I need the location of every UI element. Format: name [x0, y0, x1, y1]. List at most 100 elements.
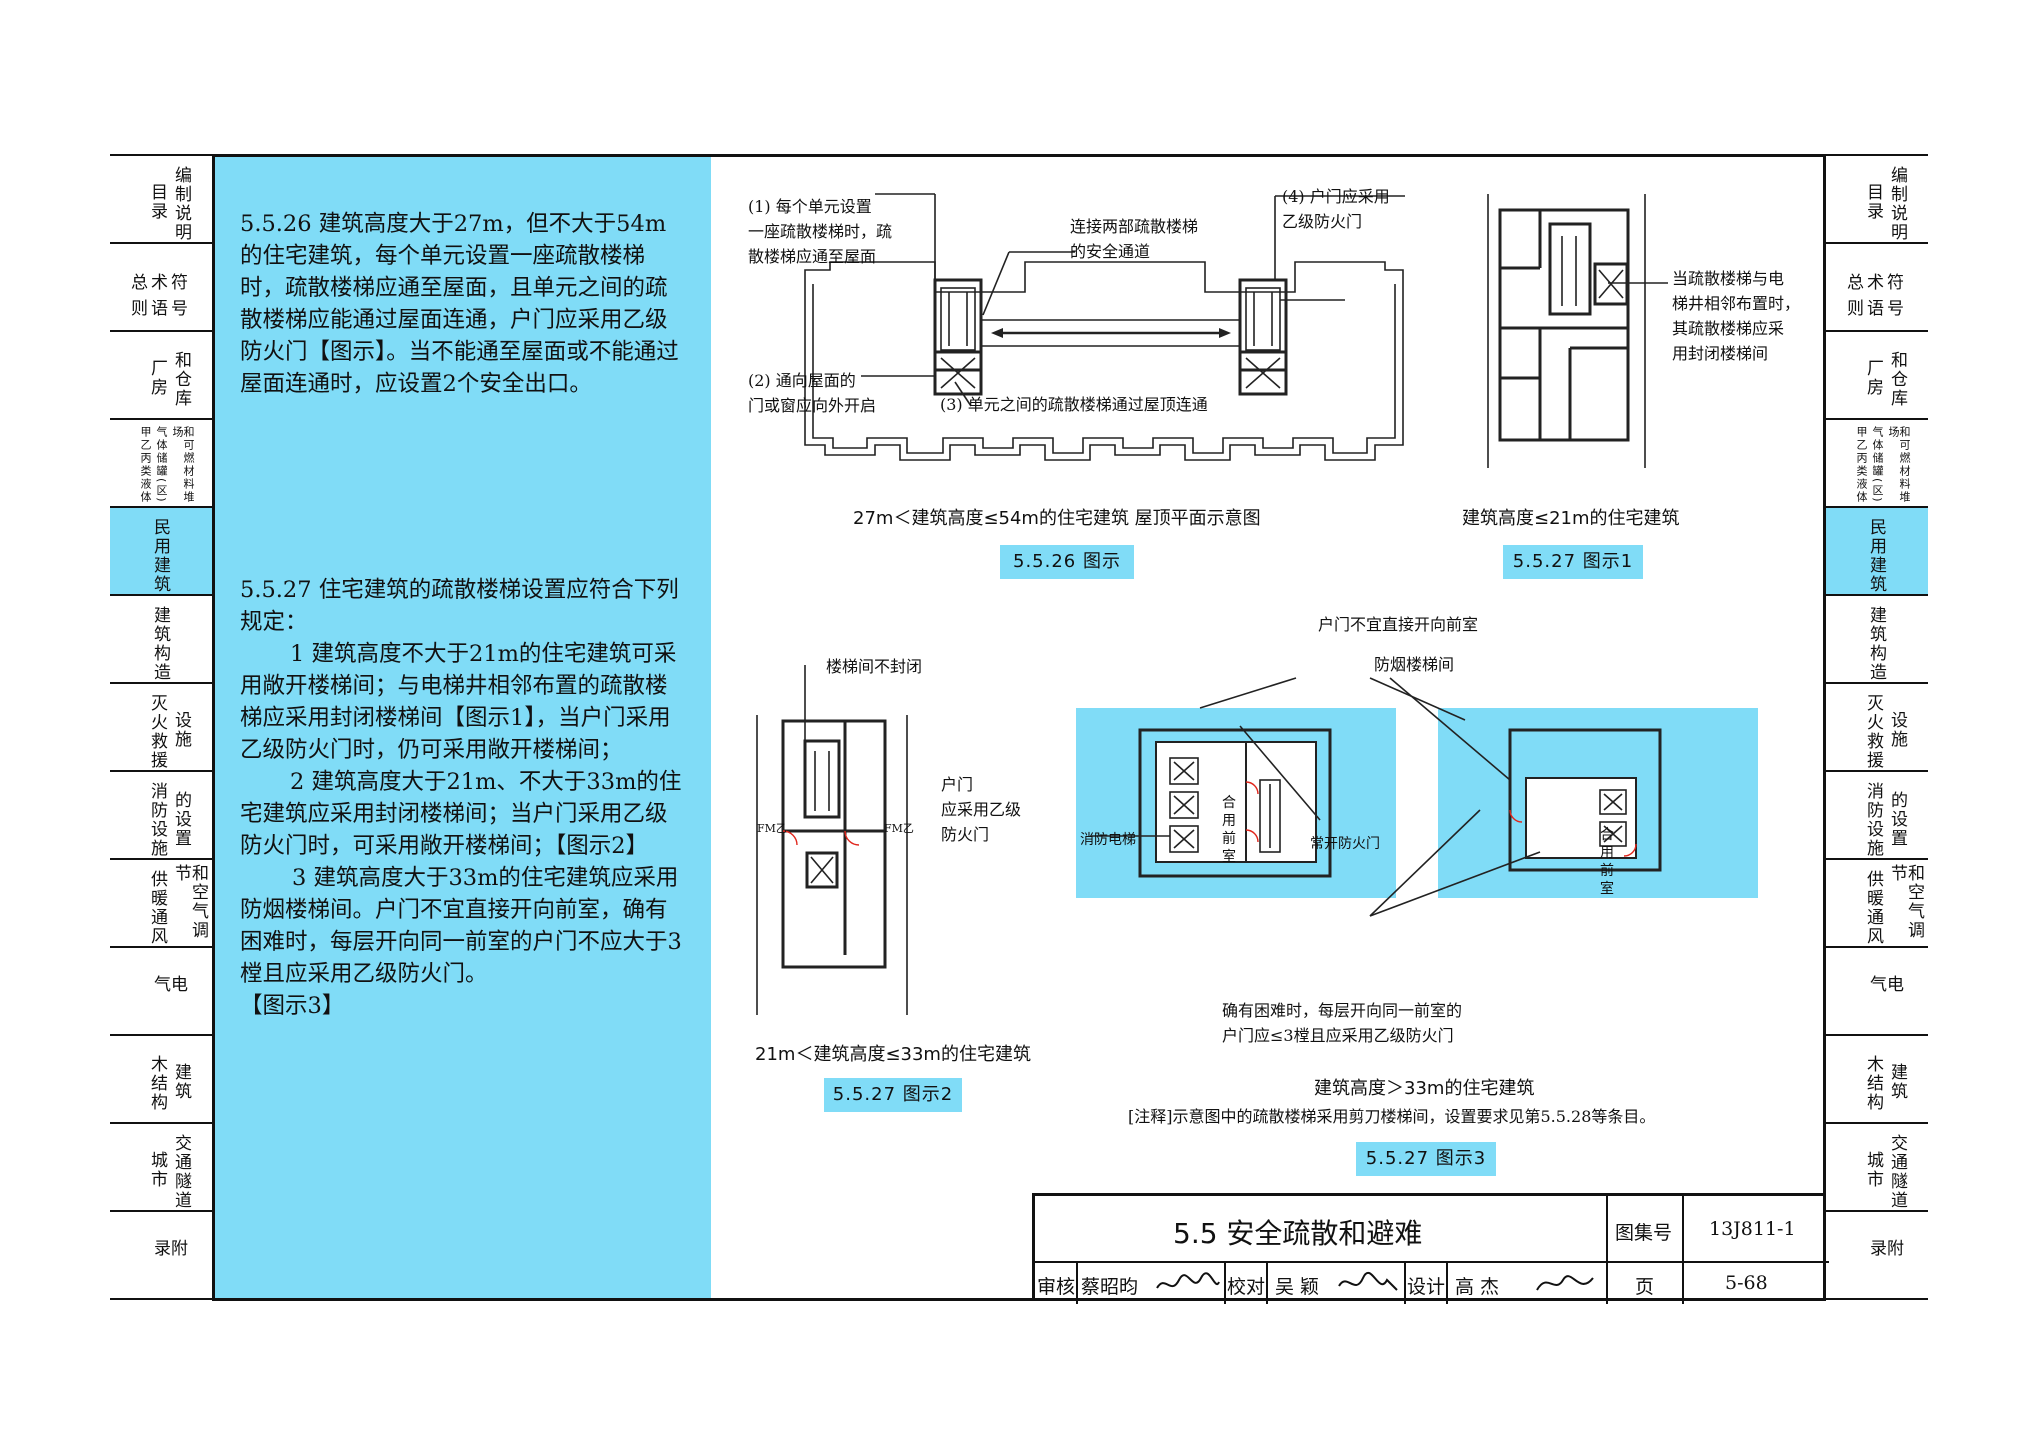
sidebar-item-12[interactable]: 附录 [1826, 1212, 1928, 1300]
clause-5-5-27-item1: 1 建筑高度不大于21m的住宅建筑可采用敞开楼梯间；与电梯井相邻布置的疏散楼梯应… [240, 641, 677, 763]
sidebar-column-text: 供暖通风 [147, 870, 167, 946]
fig3-fm-right: FM乙 [884, 822, 914, 835]
sidebar-column-text: 厂房 [147, 359, 167, 397]
sidebar-column-text: 气体储罐(区) [155, 426, 168, 504]
sidebar-item-5[interactable]: 建筑构造 [110, 596, 212, 684]
sidebar-column-text: 建筑构造 [1866, 606, 1886, 682]
sidebar-item-5[interactable]: 建筑构造 [1826, 596, 1928, 684]
check-label: 校对 [1227, 1276, 1266, 1298]
sidebar-column-text: 电气 [150, 975, 187, 1006]
fig3-label: 5.5.27 图示2 [824, 1078, 962, 1112]
sidebar-item-11[interactable]: 城市交通隧道 [1826, 1124, 1928, 1212]
sidebar-item-2[interactable]: 厂房和仓库 [1826, 332, 1928, 420]
sidebar-column-text: 灭火救援 [147, 694, 167, 770]
sidebar-column-text: 建筑构造 [150, 606, 170, 682]
atlas-number: 13J811-1 [1709, 1218, 1796, 1240]
clause-5-5-27-item3: 3 建筑高度大于33m的住宅建筑应采用防烟楼梯间。户门不宜直接开向前室，确有困难… [240, 865, 682, 987]
fig4-annotation-door: 常开防火门 [1310, 836, 1380, 852]
atlas-label: 图集号 [1615, 1222, 1673, 1244]
fig1-annotation-1: (1) 每个单元设置一座疏散楼梯时，疏散楼梯应通至屋面 [748, 197, 893, 266]
sidebar-column-text: 和空气调节 [171, 864, 208, 940]
sidebar-column-text: 附录 [1866, 1239, 1903, 1270]
sidebar-column-text: 目录 [147, 183, 167, 221]
sidebar-column-text: 厂房 [1863, 359, 1883, 397]
sidebar-item-7[interactable]: 消防设施的设置 [110, 772, 212, 860]
sidebar-column-text: 建筑 [1887, 1063, 1907, 1101]
sidebar-column-text: 甲乙丙类液体 [1855, 426, 1868, 504]
sidebar-row-text: 总术符 [1847, 273, 1907, 293]
clause-5-5-27-item3-ref: 【图示3】 [240, 993, 345, 1019]
sidebar-column-text: 的设置 [1887, 790, 1907, 848]
sidebar-item-10[interactable]: 木结构建筑 [110, 1036, 212, 1124]
sidebar-item-2[interactable]: 厂房和仓库 [110, 332, 212, 420]
sidebar-item-3[interactable]: 甲乙丙类液体气体储罐(区)和可燃材料堆场 [110, 420, 212, 508]
clause-5-5-27-head: 5.5.27 住宅建筑的疏散楼梯设置应符合下列规定： [240, 577, 679, 635]
sidebar-item-9[interactable]: 电气 [1826, 948, 1928, 1036]
sidebar-item-7[interactable]: 消防设施的设置 [1826, 772, 1928, 860]
fig2-annotation: 当疏散楼梯与电梯井相邻布置时，其疏散楼梯应采用封闭楼梯间 [1672, 269, 1801, 363]
fig4-note: [注释]示意图中的疏散楼梯采用剪刀楼梯间，设置要求见第5.5.28等条目。 [1128, 1107, 1656, 1126]
left-sidebar: 目录编制说明总术符则语号厂房和仓库甲乙丙类液体气体储罐(区)和可燃材料堆场民用建… [110, 154, 212, 1300]
clause-5-5-26: 5.5.26 建筑高度大于27m，但不大于54m的住宅建筑，每个单元设置一座疏散… [240, 208, 688, 400]
fig4-label: 5.5.27 图示3 [1356, 1142, 1496, 1176]
sheet-title: 5.5 安全疏散和避难 [1173, 1217, 1423, 1250]
sidebar-item-0[interactable]: 目录编制说明 [1826, 156, 1928, 244]
sidebar-column-text: 交通隧道 [171, 1134, 191, 1210]
drawing-frame [212, 154, 1826, 1301]
sidebar-column-text: 建筑 [171, 1063, 191, 1101]
sidebar-column-text: 灭火救援 [1863, 694, 1883, 770]
sidebar-item-0[interactable]: 目录编制说明 [110, 156, 212, 244]
title-block-grid [1035, 1196, 1829, 1304]
fig2-label: 5.5.27 图示1 [1503, 545, 1643, 579]
sidebar-item-6[interactable]: 灭火救援设施 [1826, 684, 1928, 772]
sidebar-item-8[interactable]: 供暖通风和空气调节 [110, 860, 212, 948]
sidebar-column-text: 附录 [150, 1239, 187, 1270]
fig-21-33m-plan [756, 665, 908, 1015]
sidebar-item-3[interactable]: 甲乙丙类液体气体储罐(区)和可燃材料堆场 [1826, 420, 1928, 508]
fig4-annotation-bottom: 确有困难时，每层开向同一前室的户门应≤3樘且应采用乙级防火门 [1222, 1001, 1463, 1045]
sidebar-column-text: 木结构 [1863, 1054, 1883, 1112]
fig1-annotation-2: 连接两部疏散楼梯的安全通道 [1070, 217, 1199, 261]
page-label: 页 [1635, 1276, 1655, 1298]
clause-5-5-26-text: 5.5.26 建筑高度大于27m，但不大于54m的住宅建筑，每个单元设置一座疏散… [240, 211, 679, 397]
fig-21m-plan [1487, 194, 1668, 468]
designer-name: 高 杰 [1455, 1276, 1500, 1298]
sidebar-column-text: 电气 [1866, 975, 1903, 1006]
sidebar-item-4[interactable]: 民用建筑 [110, 508, 212, 596]
sidebar-column-text: 和空气调节 [1887, 864, 1924, 940]
clause-5-5-27-item2: 2 建筑高度大于21m、不大于33m的住宅建筑应采用封闭楼梯间；当户门采用乙级防… [240, 769, 682, 859]
sidebar-item-9[interactable]: 电气 [110, 948, 212, 1036]
fig1-annotation-4: (4) 户门应采用乙级防火门 [1282, 187, 1390, 231]
fig-33m-plan [1076, 677, 1758, 917]
sidebar-column-text: 民用建筑 [150, 518, 170, 594]
sidebar-column-text: 编制说明 [171, 166, 191, 242]
sidebar-item-1[interactable]: 总术符则语号 [110, 244, 212, 332]
reviewer-signature [1156, 1272, 1220, 1289]
sidebar-item-12[interactable]: 附录 [110, 1212, 212, 1300]
sidebar-column-text: 气体储罐(区) [1871, 426, 1884, 504]
fig4-annotation-top: 户门不宜直接开向前室 [1318, 615, 1479, 634]
sidebar-item-10[interactable]: 木结构建筑 [1826, 1036, 1928, 1124]
sidebar-column-text: 的设置 [171, 790, 191, 848]
sidebar-column-text: 消防设施 [1863, 782, 1883, 858]
sidebar-item-1[interactable]: 总术符则语号 [1826, 244, 1928, 332]
fig3-caption: 21m＜建筑高度≤33m的住宅建筑 [755, 1044, 1031, 1065]
sidebar-row-text: 总术符 [131, 273, 191, 293]
sidebar-item-6[interactable]: 灭火救援设施 [110, 684, 212, 772]
fig1-annotation-3: (3) 单元之间的疏散楼梯通过屋顶连通 [940, 395, 1208, 414]
checker-name: 吴 颖 [1275, 1276, 1320, 1298]
reviewer-name: 蔡昭昀 [1081, 1276, 1139, 1298]
sidebar-column-text: 民用建筑 [1866, 518, 1886, 594]
fig1-label: 5.5.26 图示 [1000, 545, 1134, 579]
text-panel [215, 157, 711, 1298]
sidebar-column-text: 设施 [171, 711, 191, 749]
sidebar-column-text: 设施 [1887, 711, 1907, 749]
sidebar-item-4[interactable]: 民用建筑 [1826, 508, 1928, 596]
sidebar-item-8[interactable]: 供暖通风和空气调节 [1826, 860, 1928, 948]
roof-plan-diagram [804, 193, 1405, 461]
clause-5-5-27: 5.5.27 住宅建筑的疏散楼梯设置应符合下列规定： 1 建筑高度不大于21m的… [240, 574, 688, 1022]
right-sidebar: 目录编制说明总术符则语号厂房和仓库甲乙丙类液体气体储罐(区)和可燃材料堆场民用建… [1826, 154, 1928, 1300]
sidebar-item-11[interactable]: 城市交通隧道 [110, 1124, 212, 1212]
fig4-caption: 建筑高度＞33m的住宅建筑 [1314, 1078, 1535, 1099]
checker-signature [1338, 1271, 1398, 1291]
